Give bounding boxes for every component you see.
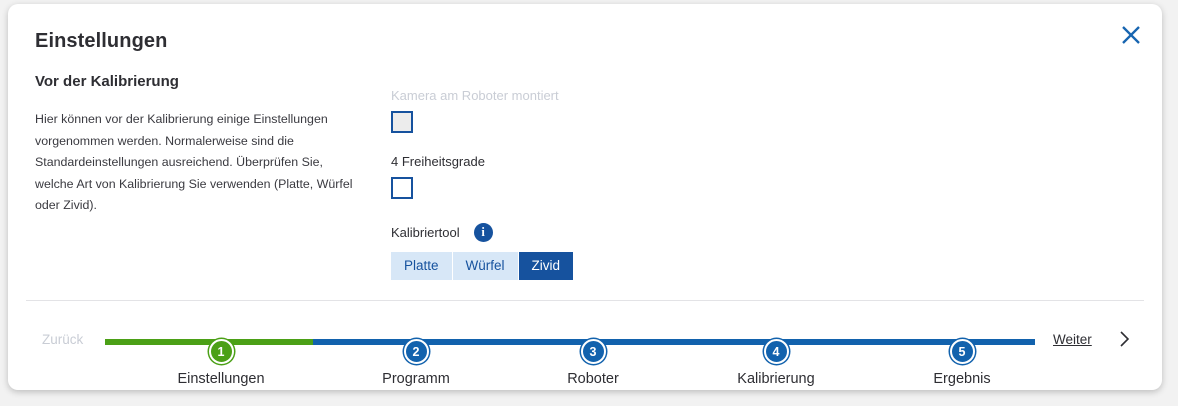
page-title: Einstellungen [35,30,168,52]
settings-dialog: Einstellungen Vor der Kalibrierung Hier … [8,4,1162,390]
camera-mounted-checkbox [391,111,413,133]
step-1-label[interactable]: Einstellungen [177,371,265,387]
four-dof-label: 4 Freiheitsgrade [391,154,485,169]
calibration-tool-label: Kalibriertool [391,224,460,240]
step-1-circle[interactable]: 1 [208,339,234,364]
close-icon[interactable] [1118,22,1144,48]
step-4-label[interactable]: Kalibrierung [737,371,815,387]
settings-form: Kamera am Roboter montiert 4 Freiheitsgr… [391,88,811,280]
stepper-track-progress [105,339,313,345]
field-calibration-tool: Kalibriertool i Platte Würfel Zivid [391,223,811,280]
step-5-circle[interactable]: 5 [949,339,975,364]
step-3-label[interactable]: Roboter [567,371,619,387]
stepper-track: 1 Einstellungen 2 Programm 3 Roboter 4 K… [105,339,1035,387]
step-4-circle[interactable]: 4 [763,339,789,364]
section-subtitle: Vor der Kalibrierung [35,73,179,90]
step-3-circle[interactable]: 3 [580,339,606,364]
step-5[interactable]: 5 Ergebnis [902,339,1022,387]
chevron-right-icon-glyph [1120,331,1130,347]
back-button: Zurück [42,332,84,347]
wizard-stepper: Zurück 1 Einstellungen 2 Programm 3 Robo… [8,320,1162,390]
camera-mounted-label: Kamera am Roboter montiert [391,88,559,103]
close-icon-glyph [1122,26,1140,44]
field-camera-mounted: Kamera am Roboter montiert [391,88,811,133]
info-icon[interactable]: i [473,223,493,242]
chevron-right-icon[interactable] [1116,330,1134,353]
step-2-label[interactable]: Programm [382,371,450,387]
description-text: Hier können vor der Kalibrierung einige … [35,112,353,212]
segment-wuerfel[interactable]: Würfel [452,252,519,280]
next-button[interactable]: Weiter [1053,332,1092,347]
step-5-label[interactable]: Ergebnis [933,371,991,387]
segment-zivid[interactable]: Zivid [518,252,574,280]
segment-platte[interactable]: Platte [391,252,453,280]
field-four-dof: 4 Freiheitsgrade [391,154,811,199]
four-dof-checkbox[interactable] [391,177,413,199]
step-1[interactable]: 1 Einstellungen [161,339,281,387]
step-2-circle[interactable]: 2 [403,339,429,364]
calibration-tool-header: Kalibriertool i [391,223,811,242]
step-2[interactable]: 2 Programm [356,339,476,387]
footer-divider [26,300,1144,301]
calibration-tool-segmented-control: Platte Würfel Zivid [391,252,574,280]
step-4[interactable]: 4 Kalibrierung [716,339,836,387]
step-3[interactable]: 3 Roboter [533,339,653,387]
